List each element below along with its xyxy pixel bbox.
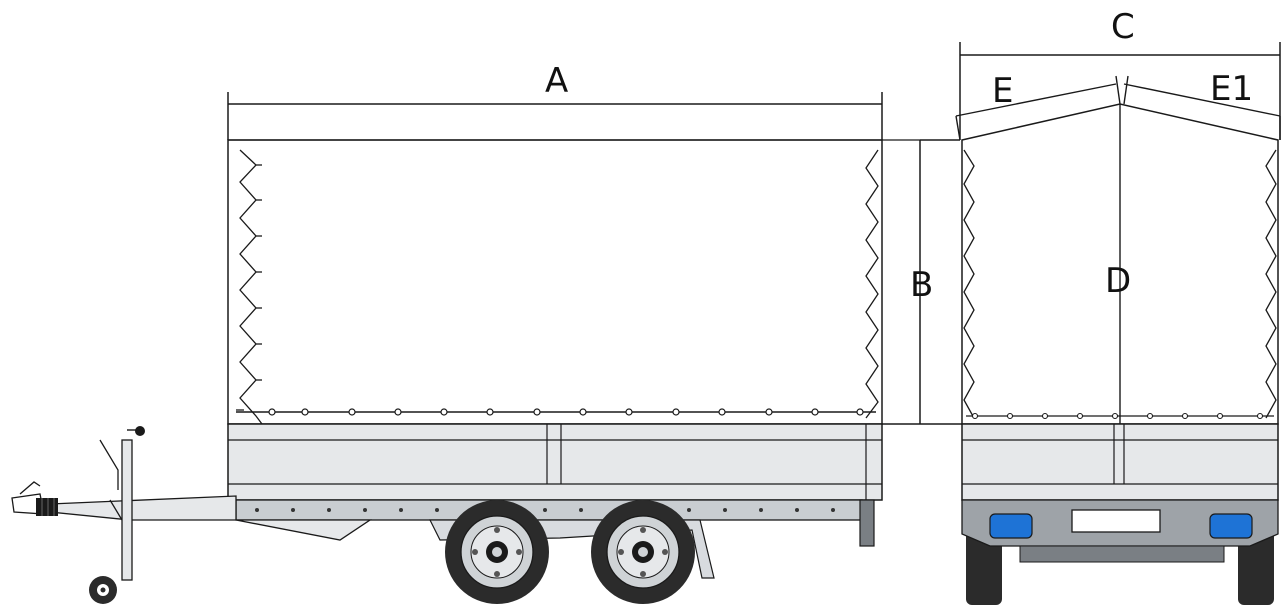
rear-lacing-right — [1265, 149, 1277, 419]
label-c: C — [1111, 7, 1135, 47]
jockey-wheel — [89, 426, 145, 604]
label-a: A — [545, 61, 568, 101]
lacing-hooks-left — [236, 164, 262, 411]
side-view: A B — [11, 61, 964, 604]
number-plate — [1071, 509, 1161, 533]
dimension-a — [227, 92, 883, 140]
coupling-bellows — [36, 498, 58, 516]
label-e1: E1 — [1210, 69, 1253, 109]
reflector-right — [1209, 513, 1253, 539]
rear-support-leg — [859, 499, 875, 547]
tie-rings — [268, 408, 864, 416]
wheel-rear — [591, 500, 695, 604]
lacing-left — [239, 149, 263, 425]
side-body — [227, 423, 883, 501]
side-tarp — [227, 139, 883, 425]
rear-body — [961, 423, 1279, 501]
reflector-left — [989, 513, 1033, 539]
label-d: D — [1105, 261, 1131, 301]
rear-tie-rings — [971, 412, 1264, 420]
wheel-front — [445, 500, 549, 604]
rear-view: C E E1 D — [955, 7, 1281, 605]
dimension-b — [882, 139, 964, 425]
label-e: E — [992, 71, 1013, 111]
label-b: B — [910, 265, 933, 305]
lacing-right — [865, 149, 879, 419]
dimension-e — [955, 75, 1281, 141]
rear-lacing-left — [963, 149, 975, 419]
rear-axle — [1019, 545, 1225, 563]
